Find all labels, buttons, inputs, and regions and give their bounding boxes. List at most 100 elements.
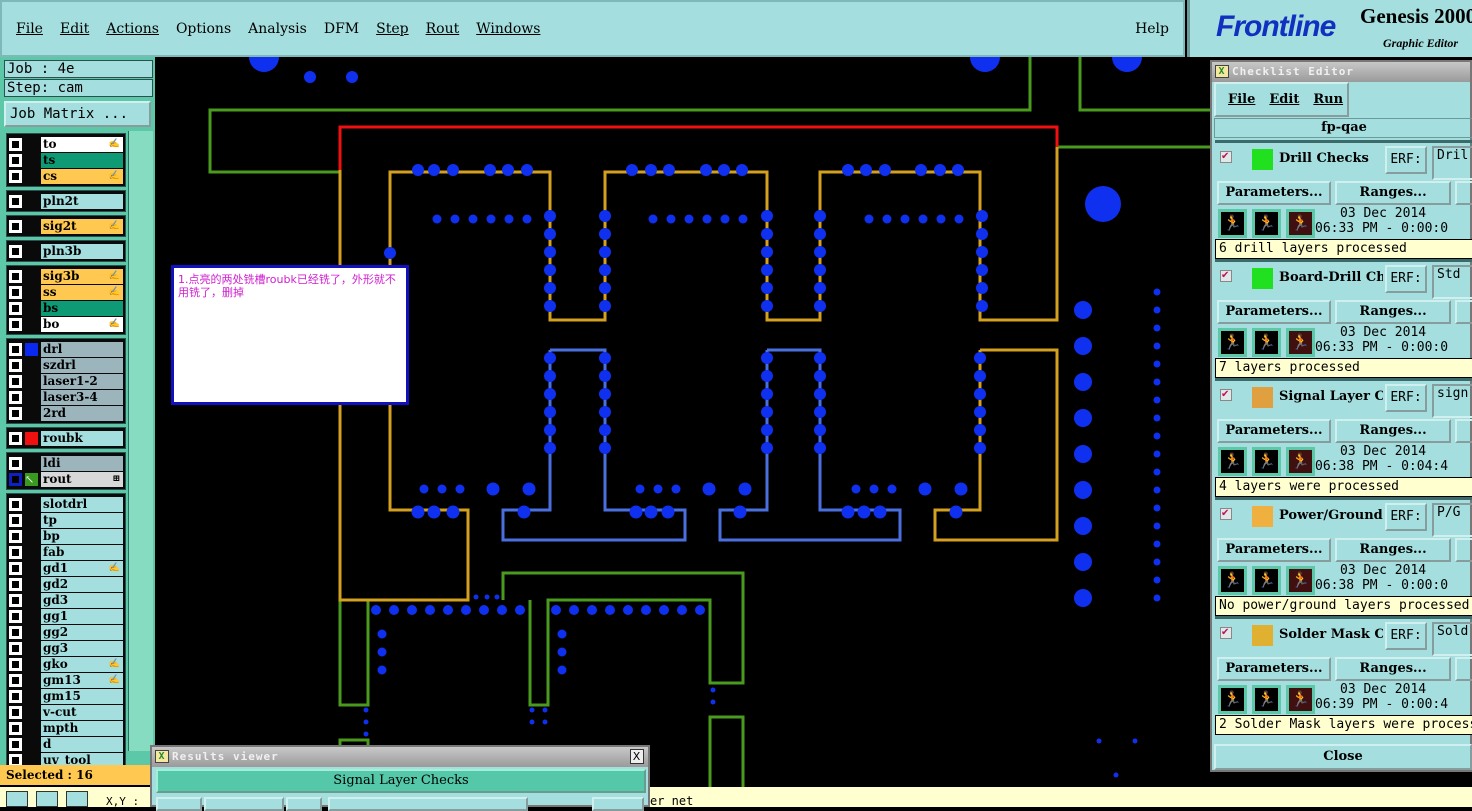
run-action-icon[interactable]: 🏃 (1252, 566, 1281, 595)
layer-name[interactable]: ldi (41, 455, 123, 471)
layer-name[interactable]: fab (41, 544, 123, 560)
more-button[interactable] (1455, 419, 1472, 443)
graphic-canvas[interactable] (155, 57, 1210, 790)
check-enabled-checkbox[interactable]: ✔ (1220, 508, 1232, 520)
layer-name[interactable]: v-cut (41, 704, 123, 720)
layer-name[interactable]: gg2 (41, 624, 123, 640)
checklist-menu-run[interactable]: Run (1313, 92, 1344, 107)
ranges-button[interactable]: Ranges... (1335, 181, 1451, 205)
more-button[interactable] (1455, 538, 1472, 562)
more-button[interactable] (1455, 181, 1472, 205)
check-enabled-checkbox[interactable]: ✔ (1220, 151, 1232, 163)
layer-row-bo[interactable]: bo✍ (9, 316, 123, 332)
layer-checkbox[interactable] (9, 737, 22, 751)
layer-name[interactable]: gko✍ (41, 656, 123, 672)
menu-file[interactable]: File (16, 20, 43, 37)
checklist-menu-file[interactable]: File (1228, 92, 1256, 107)
layer-row-mpth[interactable]: mpth (9, 720, 123, 736)
run-icon[interactable]: 🏃 (1218, 328, 1247, 357)
layer-checkbox[interactable] (9, 673, 22, 687)
layer-scrollbar[interactable] (128, 131, 153, 751)
layer-checkbox[interactable] (9, 721, 22, 735)
layer-row-ldi[interactable]: ldi (9, 455, 123, 471)
layer-name[interactable]: uv_tool (41, 752, 123, 768)
layer-name[interactable]: rout⊞ (41, 471, 123, 487)
layer-name[interactable]: gd1✍ (41, 560, 123, 576)
erf-field[interactable]: Std (1432, 265, 1472, 299)
layer-row-laser3-4[interactable]: laser3-4 (9, 389, 123, 405)
layer-name[interactable]: sig2t✍ (41, 218, 123, 234)
layer-checkbox[interactable] (9, 657, 22, 671)
layer-row-sig2t[interactable]: sig2t✍ (9, 218, 123, 234)
layer-name[interactable]: gg1 (41, 608, 123, 624)
menu-dfm[interactable]: DFM (323, 20, 360, 37)
run-mark-icon[interactable]: 🏃 (1286, 209, 1315, 238)
ranges-button[interactable]: Ranges... (1335, 657, 1451, 681)
run-icon[interactable]: 🏃 (1218, 209, 1247, 238)
grid-tool-icon[interactable] (66, 791, 88, 807)
layer-checkbox[interactable] (9, 472, 22, 486)
layer-row-d[interactable]: d (9, 736, 123, 752)
layer-row-laser1-2[interactable]: laser1-2 (9, 373, 123, 389)
layer-row-gm13[interactable]: gm13✍ (9, 672, 123, 688)
layer-row-fab[interactable]: fab (9, 544, 123, 560)
layer-name[interactable]: sig3b✍ (41, 268, 123, 284)
run-mark-icon[interactable]: 🏃 (1286, 685, 1315, 714)
layer-row-sig3b[interactable]: sig3b✍ (9, 268, 123, 284)
layer-row-drl[interactable]: drl (9, 341, 123, 357)
layer-checkbox[interactable] (9, 561, 22, 575)
layer-checkbox[interactable] (9, 390, 22, 404)
layer-name[interactable]: gd2 (41, 576, 123, 592)
layer-checkbox[interactable] (9, 593, 22, 607)
layer-row-uv_tool[interactable]: uv_tool (9, 752, 123, 768)
layer-name[interactable]: slotdrl (41, 496, 123, 512)
parameters-button[interactable]: Parameters... (1217, 538, 1331, 562)
layer-checkbox[interactable] (9, 529, 22, 543)
run-mark-icon[interactable]: 🏃 (1286, 447, 1315, 476)
run-icon[interactable]: 🏃 (1218, 447, 1247, 476)
layer-checkbox[interactable] (9, 406, 22, 420)
layer-row-to[interactable]: to✍ (9, 136, 123, 152)
layer-row-bp[interactable]: bp (9, 528, 123, 544)
layer-row-gd3[interactable]: gd3 (9, 592, 123, 608)
run-mark-icon[interactable]: 🏃 (1286, 328, 1315, 357)
run-action-icon[interactable]: 🏃 (1252, 209, 1281, 238)
layer-row-gm15[interactable]: gm15 (9, 688, 123, 704)
layer-checkbox[interactable] (9, 358, 22, 372)
layer-checkbox[interactable] (9, 625, 22, 639)
layer-checkbox[interactable] (9, 269, 22, 283)
layer-row-gg1[interactable]: gg1 (9, 608, 123, 624)
layer-checkbox[interactable] (9, 577, 22, 591)
check-enabled-checkbox[interactable]: ✔ (1220, 389, 1232, 401)
menu-help[interactable]: Help (1135, 21, 1169, 37)
layer-checkbox[interactable] (9, 705, 22, 719)
layer-checkbox[interactable] (9, 456, 22, 470)
parameters-button[interactable]: Parameters... (1217, 657, 1331, 681)
run-action-icon[interactable]: 🏃 (1252, 328, 1281, 357)
layer-checkbox[interactable] (9, 497, 22, 511)
layer-row-szdrl[interactable]: szdrl (9, 357, 123, 373)
menu-rout[interactable]: Rout (425, 20, 460, 37)
results-button[interactable] (286, 797, 322, 811)
layer-checkbox[interactable] (9, 641, 22, 655)
menu-step[interactable]: Step (376, 20, 409, 37)
parameters-button[interactable]: Parameters... (1217, 419, 1331, 443)
layer-name[interactable]: 2rd (41, 405, 123, 421)
more-button[interactable] (1455, 300, 1472, 324)
layer-name[interactable]: cs✍ (41, 168, 123, 184)
close-button[interactable]: Close (1214, 744, 1472, 770)
layer-checkbox[interactable] (9, 285, 22, 299)
layer-name[interactable]: gm15 (41, 688, 123, 704)
layer-row-rout[interactable]: ↖rout⊞ (9, 471, 123, 487)
layer-name[interactable]: szdrl (41, 357, 123, 373)
layer-name[interactable]: ss✍ (41, 284, 123, 300)
menu-actions[interactable]: Actions (106, 20, 159, 37)
layer-checkbox[interactable] (9, 689, 22, 703)
results-button[interactable] (156, 797, 202, 811)
checklist-menu-edit[interactable]: Edit (1269, 92, 1300, 107)
layer-row-ts[interactable]: ts (9, 152, 123, 168)
erf-field[interactable]: Sold (1432, 622, 1472, 656)
layer-row-cs[interactable]: cs✍ (9, 168, 123, 184)
parameters-button[interactable]: Parameters... (1217, 181, 1331, 205)
layer-name[interactable]: bo✍ (41, 316, 123, 332)
